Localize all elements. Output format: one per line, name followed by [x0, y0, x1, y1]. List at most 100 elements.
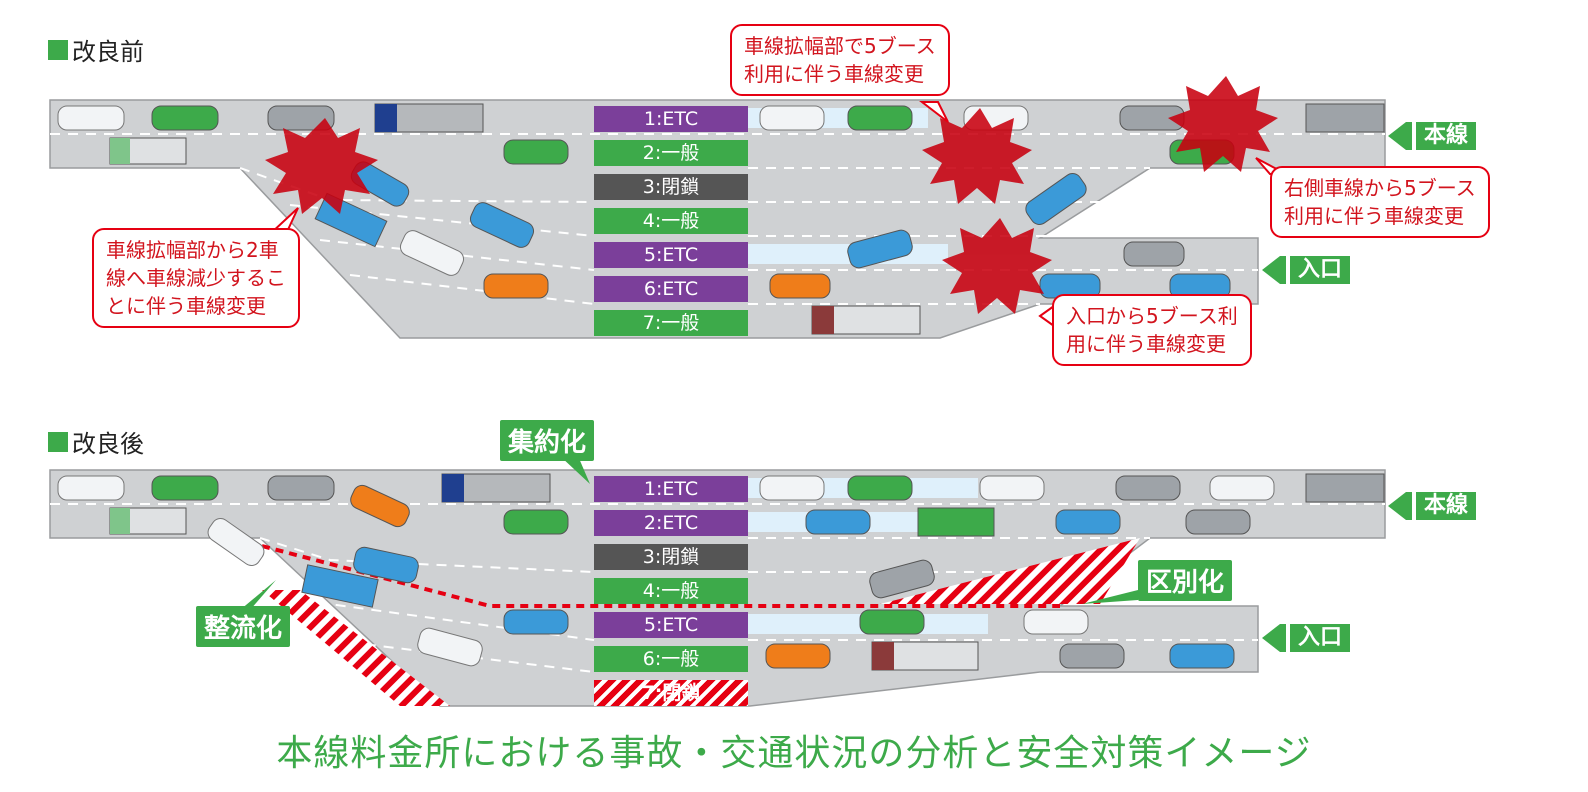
callout-line: 入口から5ブース利	[1066, 304, 1238, 328]
after-vehicles	[57, 473, 1385, 671]
booth-label: 6:一般	[642, 648, 700, 670]
truck-cab	[812, 306, 834, 334]
callout-line: 車線拡幅部から2車	[106, 238, 279, 262]
car	[1169, 643, 1235, 669]
booth-label: 5:ETC	[643, 614, 699, 636]
arrow-left-icon	[1262, 256, 1280, 284]
after-title-text: 改良後	[72, 430, 144, 458]
car	[769, 273, 831, 299]
car	[759, 475, 825, 501]
car	[1209, 475, 1275, 501]
tag-pointer	[1082, 590, 1138, 604]
tag-pointer	[560, 456, 590, 484]
car	[1185, 509, 1251, 535]
crash-burst-icon	[942, 218, 1052, 314]
entrance-text: 入口	[1290, 624, 1351, 652]
crash-burst-icon	[922, 108, 1032, 204]
truck	[1305, 473, 1385, 503]
car	[57, 105, 125, 131]
car	[847, 475, 913, 501]
tag-consolidation: 集約化	[500, 420, 595, 461]
callout-line: 利用に伴う車線変更	[1284, 204, 1464, 228]
callout-line: 線へ車線減少するこ	[106, 266, 286, 290]
booth-before-1: 1:ETC	[594, 106, 748, 132]
crash-burst-icons	[265, 76, 1278, 314]
arrow-left-icon	[1388, 492, 1406, 520]
booth-label: 1:ETC	[643, 478, 699, 500]
entrance-label-after: 入口	[1262, 624, 1351, 652]
booth-after-7: 7:閉鎖	[594, 680, 748, 706]
arrow-bar	[1280, 624, 1286, 652]
arrow-bar	[1406, 122, 1412, 150]
booth-after-4: 4:一般	[594, 578, 748, 604]
arrow-left-icon	[1388, 122, 1406, 150]
booth-after-2: 2:ETC	[594, 510, 748, 536]
car	[417, 627, 483, 667]
booth-label: 3:閉鎖	[642, 546, 700, 568]
callout-right-lane: 右側車線から5ブース 利用に伴う車線変更	[1270, 166, 1490, 238]
booth-before-4: 4:一般	[594, 208, 748, 234]
car	[503, 139, 569, 165]
truck	[301, 564, 379, 608]
booth-after-3: 3:閉鎖	[594, 544, 748, 570]
car	[859, 609, 925, 635]
tag-flow: 整流化	[196, 606, 291, 647]
mainline-text: 本線	[1416, 492, 1477, 520]
callout-line: 右側車線から5ブース	[1284, 176, 1476, 200]
crash-burst-icon	[265, 118, 378, 214]
car	[469, 202, 535, 248]
booth-after-5: 5:ETC	[594, 612, 748, 638]
truck-cab	[375, 104, 397, 132]
car	[1059, 643, 1125, 669]
car	[759, 105, 825, 131]
car	[503, 509, 569, 535]
tag-distinction: 区別化	[1138, 560, 1233, 601]
mainline-label-after: 本線	[1388, 492, 1477, 520]
before-section-title: 改良前	[48, 32, 144, 67]
truck	[1305, 103, 1385, 133]
callout-line: 車線拡幅部で5ブース	[744, 34, 936, 58]
car	[847, 105, 913, 131]
car	[1115, 475, 1181, 501]
car	[399, 230, 465, 276]
arrow-bar	[1280, 256, 1286, 284]
callout-reduction: 車線拡幅部から2車 線へ車線減少するこ とに伴う車線変更	[92, 228, 300, 328]
car	[869, 559, 935, 599]
truck-cab	[442, 474, 464, 502]
after-section-title: 改良後	[48, 424, 144, 459]
callout-entrance: 入口から5ブース利 用に伴う車線変更	[1052, 294, 1252, 366]
callout-line: とに伴う車線変更	[106, 294, 266, 318]
car	[353, 546, 419, 584]
car	[151, 105, 219, 131]
booth-before-2: 2:一般	[594, 140, 748, 166]
car	[483, 273, 549, 299]
truck-cab	[110, 138, 130, 164]
car	[57, 475, 125, 501]
booth-label: 4:一般	[642, 580, 700, 602]
booth-before-3: 3:閉鎖	[594, 174, 748, 200]
callout-line: 用に伴う車線変更	[1066, 332, 1226, 356]
figure-caption: 本線料金所における事故・交通状況の分析と安全対策イメージ	[276, 733, 1312, 774]
truck	[917, 507, 995, 537]
callout-line: 利用に伴う車線変更	[744, 62, 924, 86]
car	[207, 517, 265, 567]
tag-pointer	[240, 580, 276, 610]
booth-after-6: 6:一般	[594, 646, 748, 672]
booth-label: 1:ETC	[643, 108, 699, 130]
booth-label: 2:一般	[642, 142, 700, 164]
callout-widening: 車線拡幅部で5ブース 利用に伴う車線変更	[730, 24, 950, 96]
booth-label: 7:一般	[642, 312, 700, 334]
booth-before-7: 7:一般	[594, 310, 748, 336]
arrow-left-icon	[1262, 624, 1280, 652]
truck-cab	[110, 508, 130, 534]
green-square-icon	[48, 431, 68, 452]
booth-label: 3:閉鎖	[642, 176, 700, 198]
booth-after-1: 1:ETC	[594, 476, 748, 502]
booth-label: 6:ETC	[643, 278, 699, 300]
arrow-bar	[1406, 492, 1412, 520]
car	[267, 475, 335, 501]
booth-label: 7:閉鎖	[641, 682, 701, 704]
truck-cab	[872, 642, 894, 670]
car	[151, 475, 219, 501]
